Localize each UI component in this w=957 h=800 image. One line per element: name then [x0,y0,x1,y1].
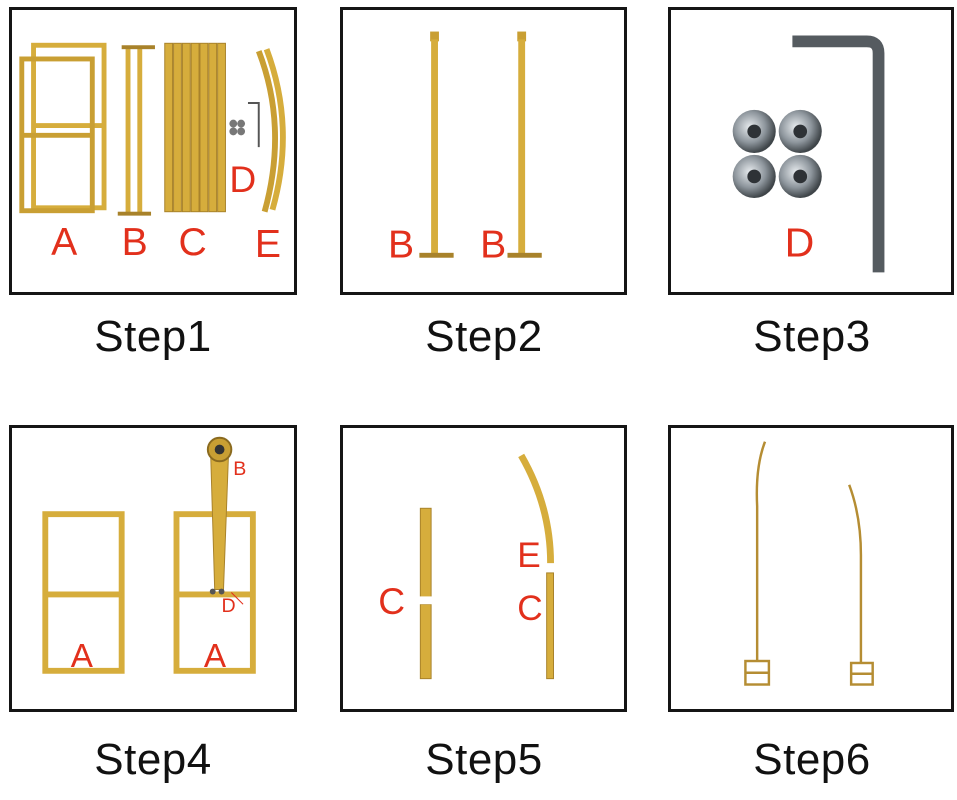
step3-title: Step3 [753,312,871,361]
step6-title: Step6 [753,735,871,784]
part-label-e: E [517,536,541,575]
step1-parts-illustration: A B C D E [19,42,286,266]
step1-panel: A B C D E [9,7,297,295]
assembled-arch-left [744,441,771,686]
hardware-d-illustration [229,102,260,148]
step3-parts-illustration: D [732,35,885,273]
step6-panel [668,425,954,712]
part-label-d: D [229,158,256,200]
step1-title: Step1 [94,312,212,361]
part-label-b1: B [388,224,414,267]
step2-panel: B B [340,7,627,295]
pole-b-illustration [419,31,454,258]
step2-parts-illustration: B B [388,31,542,267]
curved-tube-e-illustration [256,48,286,213]
part-label-b: B [233,458,246,480]
step5-title: Step5 [425,735,543,784]
part-label-c2: C [517,589,542,628]
step5-panel: C E C [340,425,627,712]
step4-panel: A A B D [9,425,297,712]
part-label-c: C [178,221,206,264]
tube-c-joined-illustration [418,507,434,680]
assembled-arch-right [848,484,874,686]
tube-c-illustration [164,42,226,213]
pole-b-illustration-2 [507,31,542,258]
nuts-illustration [732,109,822,198]
part-label-a2: A [204,638,227,675]
step5-assembly-illustration: C E C [378,453,554,680]
frame-a-with-pole-illustration [173,436,256,674]
part-label-d: D [785,220,815,266]
step3-panel: D [668,7,954,295]
pole-b-illustration [117,45,155,216]
part-label-d: D [222,595,236,617]
part-label-b: B [122,221,148,264]
hex-wrench-illustration [792,35,885,273]
tube-e-c-joined-illustration [518,453,554,680]
frame-a-illustration [42,511,125,674]
step4-title: Step4 [94,735,212,784]
part-label-e: E [255,223,281,266]
part-label-b2: B [480,224,506,267]
part-label-a1: A [71,638,94,675]
step6-assembled-arches-illustration [744,441,874,686]
frame-a-illustration [19,42,107,214]
step4-assembly-illustration: A A B D [42,436,256,675]
part-label-c1: C [378,580,405,622]
step2-title: Step2 [425,312,543,361]
part-label-a: A [51,221,78,264]
